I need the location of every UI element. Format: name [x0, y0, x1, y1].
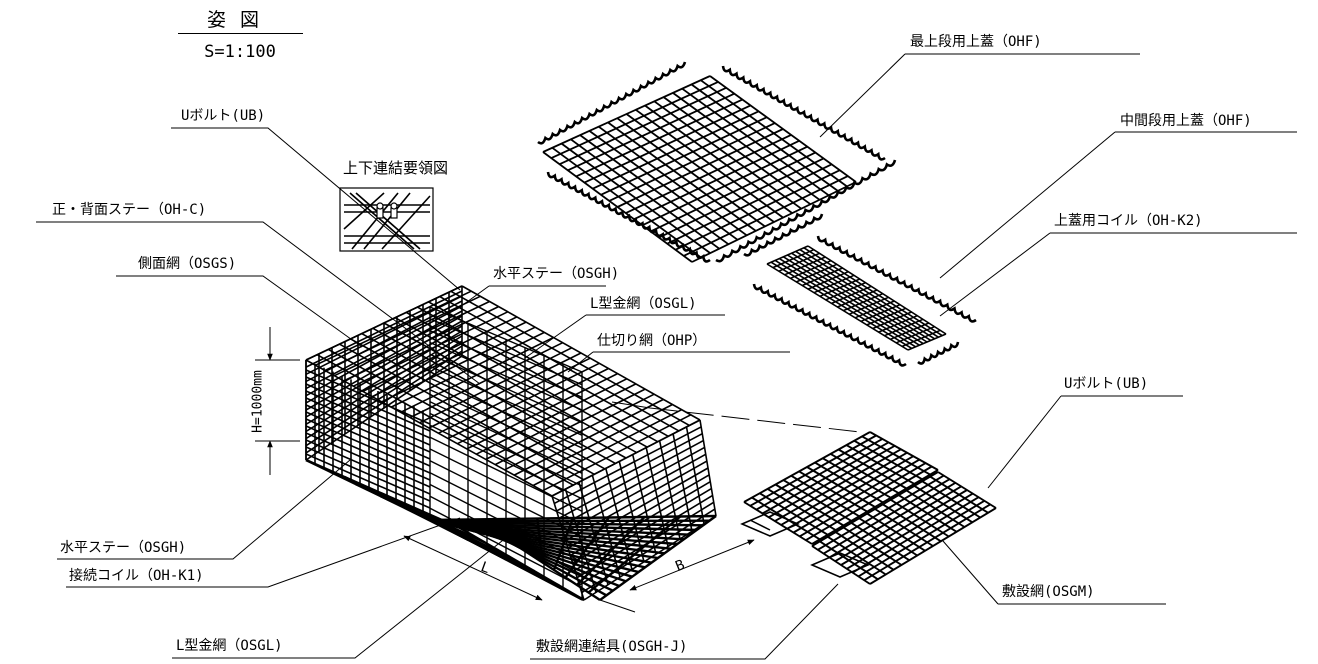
drawing-title: 姿図 [206, 9, 273, 31]
label-laying-mesh: 敷設網(OSGM) [1002, 584, 1095, 600]
lid-coils [537, 61, 977, 367]
box-top-mesh [305, 285, 701, 497]
label-side-mesh: 側面網（OSGS) [138, 256, 237, 272]
laying-connector-plates [740, 511, 870, 578]
inset-detail [339, 187, 434, 252]
label-partition-mesh: 仕切り網（OHP） [597, 333, 707, 349]
label-u-bolt-right: Uボルト(UB) [1064, 376, 1149, 392]
top-lid-mesh [542, 75, 857, 263]
dimension-height: H=1000mm [248, 362, 268, 442]
label-top-lid: 最上段用上蓋（OHF) [910, 34, 1042, 50]
label-l-mesh-lower: L型金網（OSGL) [176, 638, 283, 654]
label-u-bolt-top: Uボルト(UB) [181, 108, 266, 124]
title-underline [178, 33, 303, 34]
side-mesh-panel [305, 285, 463, 517]
label-lid-coil: 上蓋用コイル（OH-K2) [1054, 213, 1203, 229]
label-middle-lid: 中間段用上蓋（OHF) [1120, 113, 1252, 129]
gabion-box [305, 285, 717, 602]
middle-lid-mesh [766, 245, 947, 351]
dimension-lines [255, 327, 755, 613]
label-horizontal-stay-lower: 水平ステー（OSGH) [60, 540, 187, 556]
label-laying-connector: 敷設網連結具(OSGH-J) [536, 639, 688, 655]
drawing-scale: S=1:100 [204, 42, 276, 62]
label-front-back-stay: 正・背面ステー（OH-C) [52, 202, 207, 218]
label-connect-coil: 接続コイル（OH-K1) [69, 568, 204, 584]
dimension-height-text: H=1000mm [250, 370, 266, 433]
inset-label: 上下連結要領図 [343, 159, 449, 177]
label-horizontal-stay-upper: 水平ステー（OSGH) [493, 266, 620, 282]
label-l-mesh-upper: L型金網（OSGL) [590, 296, 697, 312]
laying-mesh [743, 431, 997, 585]
